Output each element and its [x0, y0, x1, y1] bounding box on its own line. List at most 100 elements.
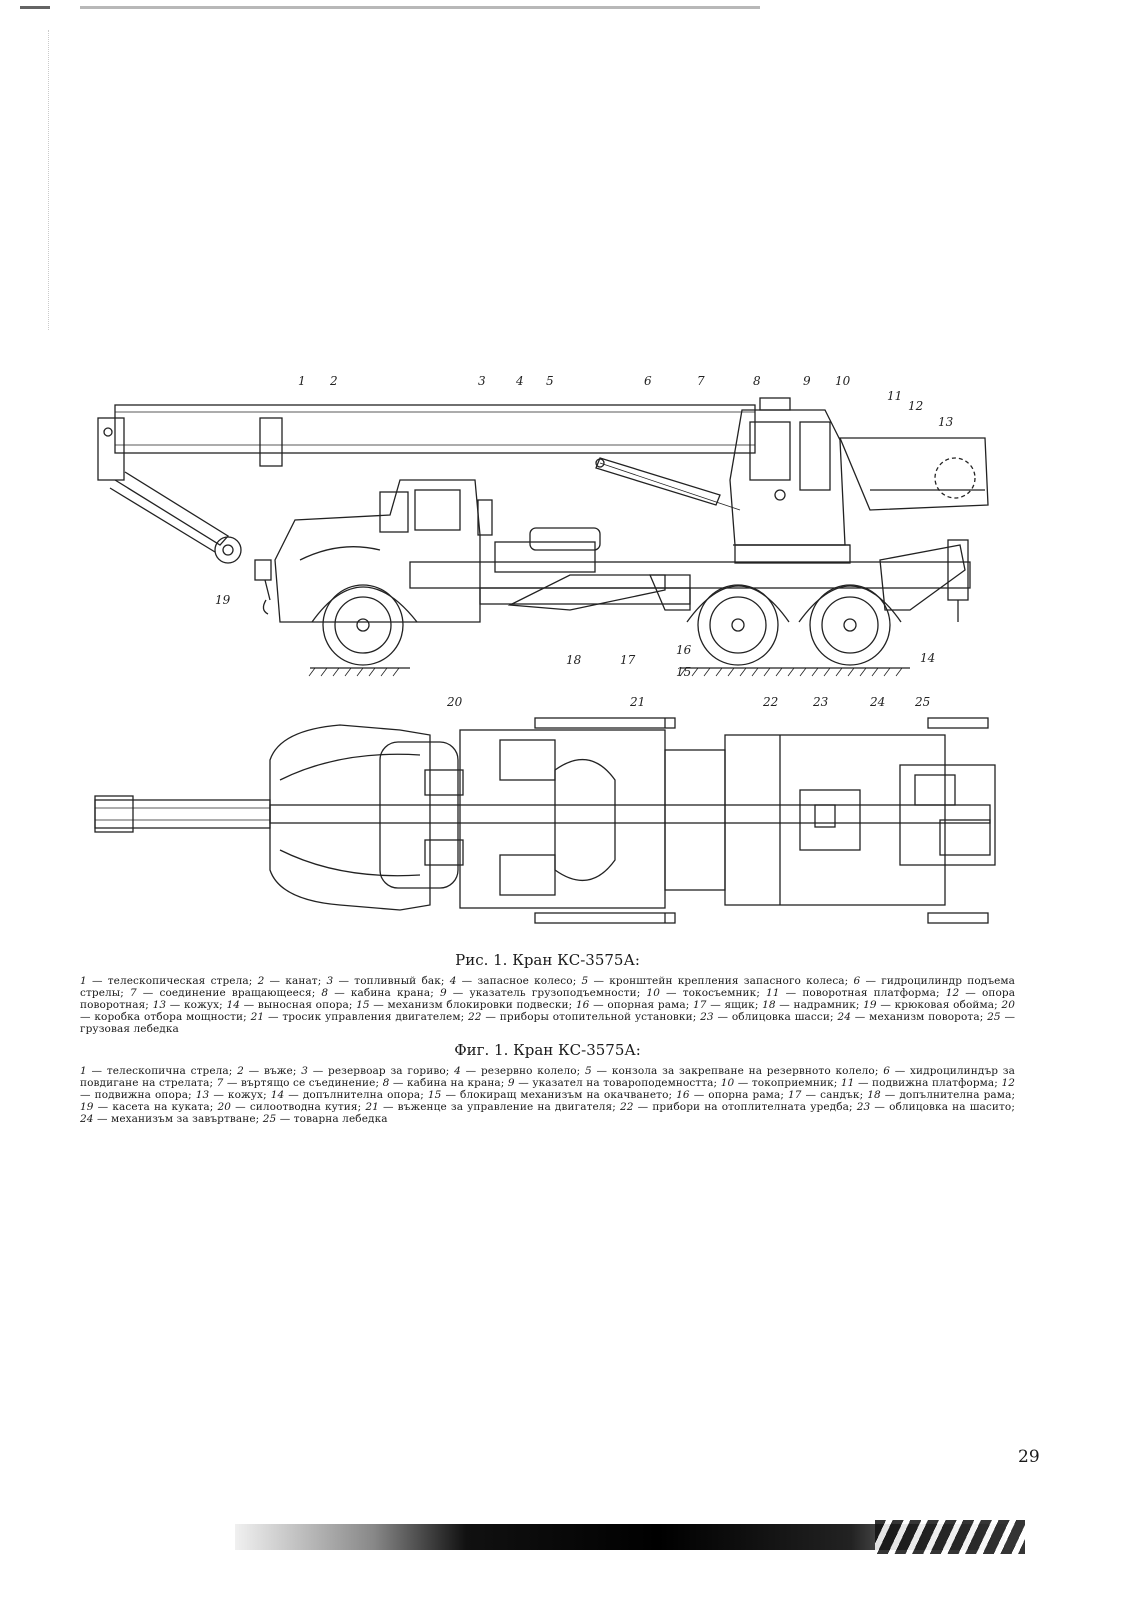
legend-text: телескопическая стрела	[107, 975, 249, 987]
legend-text: коробка отбора мощности	[94, 1011, 244, 1023]
legend-text: кожух	[227, 1089, 264, 1101]
callout-10: 10	[835, 374, 851, 388]
legend-text: въже	[263, 1065, 293, 1077]
legend-text: кабина на крана	[407, 1077, 501, 1089]
legend-text: грузовая лебедка	[80, 1023, 179, 1035]
callout-7: 7	[697, 374, 705, 388]
figure-legend-ru: 1 — телескопическая стрела; 2 — канат; 3…	[80, 975, 1016, 1035]
callout-5: 5	[546, 374, 554, 388]
legend-text: телескопична стрела	[106, 1065, 229, 1077]
legend-text: указатель грузоподъемности	[469, 987, 637, 999]
callout-11: 11	[887, 389, 902, 403]
legend-text: облицовка на шасито	[889, 1101, 1012, 1113]
legend-number: 24	[80, 1113, 94, 1125]
legend-number: 23	[700, 1011, 714, 1023]
legend-text: запасное колесо	[477, 975, 573, 987]
legend-text: допълнителна опора	[302, 1089, 421, 1101]
legend-number: 10	[720, 1077, 735, 1089]
legend-number: 24	[837, 1011, 851, 1023]
legend-number: 19	[863, 999, 877, 1011]
legend-text: механизм блокировки подвески	[387, 999, 569, 1011]
legend-text: облицовка шасси	[731, 1011, 830, 1023]
callout-3: 3	[478, 374, 486, 388]
callout-13: 13	[938, 415, 954, 429]
legend-text: товарна лебедка	[293, 1113, 388, 1125]
legend-text: силоотводна кутия	[249, 1101, 358, 1113]
figure-legend-bg: 1 — телескопична стрела; 2 — въже; 3 — р…	[80, 1065, 1016, 1125]
legend-number: 3	[326, 975, 334, 987]
legend-number: 5	[581, 975, 589, 987]
crane-drawing: 1 2 3 4 5 6 7 8 9 10 11 12 13 14 15 16 1…	[94, 374, 996, 924]
callout-15: 15	[676, 665, 691, 679]
legend-number: 7	[216, 1077, 224, 1089]
figure-caption-bg: Фиг. 1. Кран КС-3575А:	[454, 1041, 641, 1059]
legend-number: 1	[80, 1065, 87, 1077]
legend-number: 11	[766, 987, 780, 999]
legend-number: 8	[382, 1077, 390, 1089]
legend-number: 16	[676, 1089, 690, 1101]
callout-25: 25	[914, 695, 930, 709]
legend-number: 8	[321, 987, 329, 999]
legend-text: поворотная платформа	[802, 987, 936, 999]
legend-text: въженце за управление на двигателя	[397, 1101, 613, 1113]
legend-text: топливный бак	[354, 975, 441, 987]
legend-text: конзола за закрепване на резервното коле…	[611, 1065, 875, 1077]
legend-text: указател на товароподемността	[532, 1077, 714, 1089]
legend-number: 12	[945, 987, 960, 999]
legend-number: 14	[226, 999, 241, 1011]
legend-text: въртящо се съединение	[240, 1077, 376, 1089]
legend-text: кронштейн крепления запасного колеса	[609, 975, 845, 987]
legend-text: кожух	[184, 999, 220, 1011]
legend-text: приборы отопительной установки	[499, 1011, 693, 1023]
legend-number: 4	[454, 1065, 461, 1077]
legend-text: канат	[285, 975, 318, 987]
legend-number: 13	[195, 1089, 210, 1101]
callout-12: 12	[908, 399, 923, 413]
legend-text: соединение вращающееся	[159, 987, 312, 999]
figure-caption-ru: Рис. 1. Кран КС-3575А:	[455, 951, 640, 969]
page-number: 29	[1018, 1447, 1040, 1467]
scan-edge-top	[20, 6, 760, 9]
legend-text: механизм поворота	[869, 1011, 980, 1023]
callout-16: 16	[676, 643, 692, 657]
legend-number: 23	[856, 1101, 871, 1113]
top-view	[94, 717, 996, 924]
legend-number: 15	[427, 1089, 442, 1101]
legend-number: 22	[468, 1011, 482, 1023]
legend-text: токоприемник	[751, 1077, 834, 1089]
legend-number: 17	[787, 1089, 802, 1101]
legend-text: механизъм за завъртване	[111, 1113, 256, 1125]
callout-numbers: 1 2 3 4 5 6 7 8 9 10 11 12 13 14 15 16 1…	[215, 374, 954, 709]
legend-text: допълнителна рама	[899, 1089, 1012, 1101]
callout-18: 18	[566, 653, 582, 667]
legend-number: 7	[129, 987, 137, 999]
legend-number: 12	[1001, 1077, 1015, 1089]
legend-number: 21	[250, 1011, 265, 1023]
legend-text: опорная рама	[607, 999, 686, 1011]
legend-number: 21	[365, 1101, 379, 1113]
legend-number: 6	[853, 975, 861, 987]
callout-21: 21	[629, 695, 645, 709]
legend-text: касета на куката	[112, 1101, 210, 1113]
legend-number: 18	[762, 999, 776, 1011]
legend-text: ящик	[724, 999, 755, 1011]
legend-number: 3	[301, 1065, 308, 1077]
legend-text: гидроцилиндр подъема стрелы	[80, 975, 1016, 999]
legend-number: 2	[257, 975, 265, 987]
callout-24: 24	[869, 695, 885, 709]
callout-4: 4	[515, 374, 524, 388]
legend-text: токосъемник	[682, 987, 757, 999]
legend-number: 15	[356, 999, 370, 1011]
legend-text: кабина крана	[350, 987, 431, 999]
legend-text: опорна рама	[708, 1089, 781, 1101]
legend-number: 10	[646, 987, 660, 999]
callout-6: 6	[644, 374, 652, 388]
legend-text: опора поворотная	[80, 987, 1016, 1011]
legend-text: хидроцилиндър за повдигане на стрелата	[80, 1065, 1015, 1089]
legend-text: тросик управления двигателем	[282, 1011, 461, 1023]
callout-23: 23	[812, 695, 829, 709]
legend-number: 19	[80, 1101, 94, 1113]
legend-number: 2	[237, 1065, 244, 1077]
callout-14: 14	[920, 651, 935, 665]
callout-22: 22	[762, 695, 778, 709]
